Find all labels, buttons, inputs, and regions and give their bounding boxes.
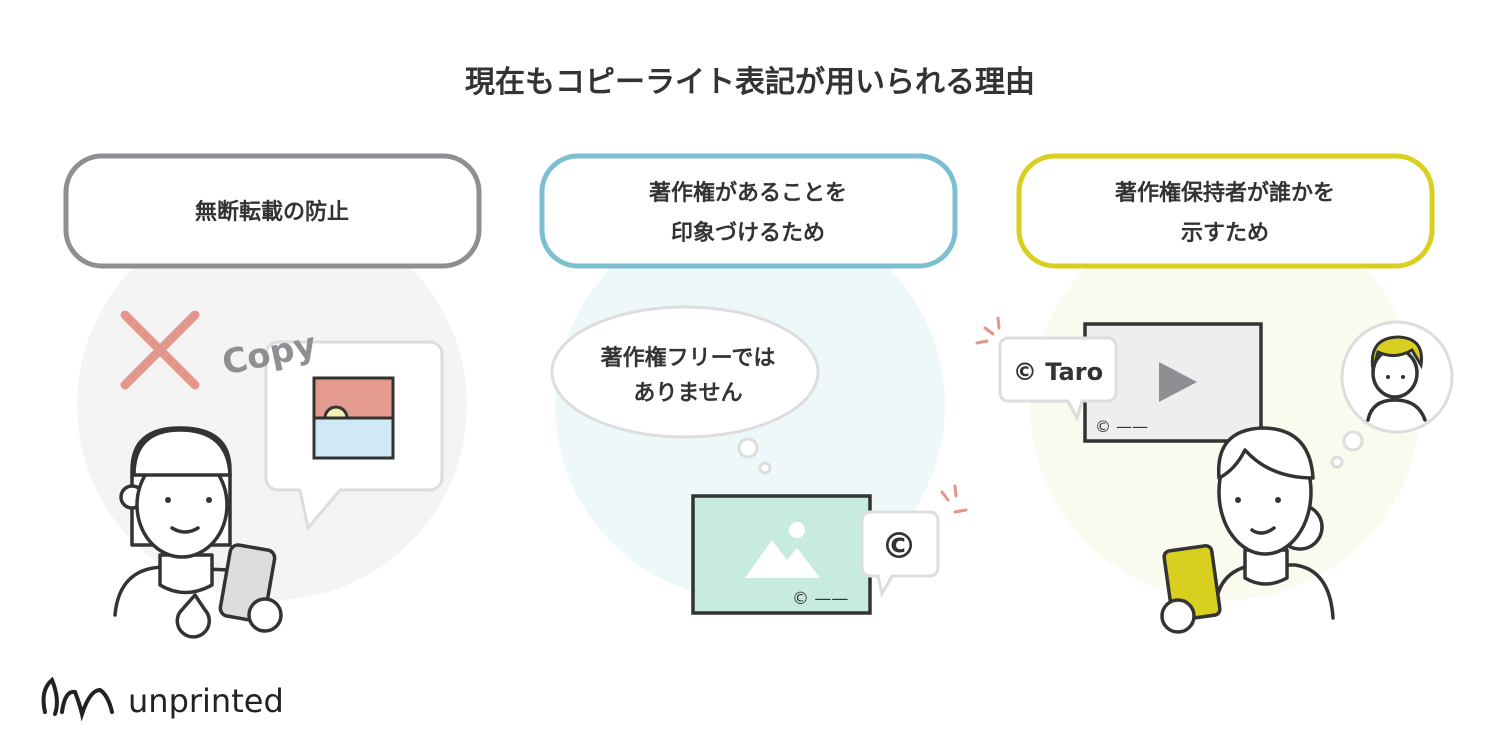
emphasis-lines-right [975,316,1001,345]
person-with-phone-left [113,426,283,639]
credit-speech-bubble: © Taro [998,336,1118,422]
reason-2-line-1: 著作権があることを [648,180,847,206]
play-icon [1159,362,1197,402]
creator-avatar [1340,320,1454,434]
copyrighted-image-frame: © —— [691,494,872,615]
reason-2-line-2: 印象づけるため [671,220,825,246]
person-with-phone-right [1160,426,1335,634]
page-title: 現在もコピーライト表記が用いられる理由 [465,65,1035,100]
logo-mark-icon [41,676,114,722]
thought-line-1: 著作権フリーでは [600,345,776,371]
unprinted-logo: unprinted [41,676,284,722]
logo-text: unprinted [128,682,284,720]
reason-3-line-1: 著作権保持者が誰かを [1114,180,1335,206]
reason-box-2: 著作権があることを 印象づけるため [539,153,958,269]
video-footer-copyright: © —— [1095,417,1148,436]
reason-1-line-1: 無断転載の防止 [195,199,349,225]
reason-box-3: 著作権保持者が誰かを 示すため [1016,153,1435,269]
reason-3-line-2: 示すため [1181,221,1269,246]
prohibited-x-icon [120,310,200,390]
thought-dots [1330,430,1364,469]
thought-bubble: 著作権フリーでは ありません [550,305,820,475]
reason-box-1: 無断転載の防止 [63,153,482,269]
emphasis-lines [940,484,968,514]
copyright-icon: © [881,526,917,567]
credit-label: © Taro [1013,358,1103,386]
image-footer-copyright: © —— [792,589,848,609]
thought-line-2: ありません [633,381,742,406]
speech-bubble-image [264,340,444,532]
copyright-speech-bubble: © [860,510,940,599]
